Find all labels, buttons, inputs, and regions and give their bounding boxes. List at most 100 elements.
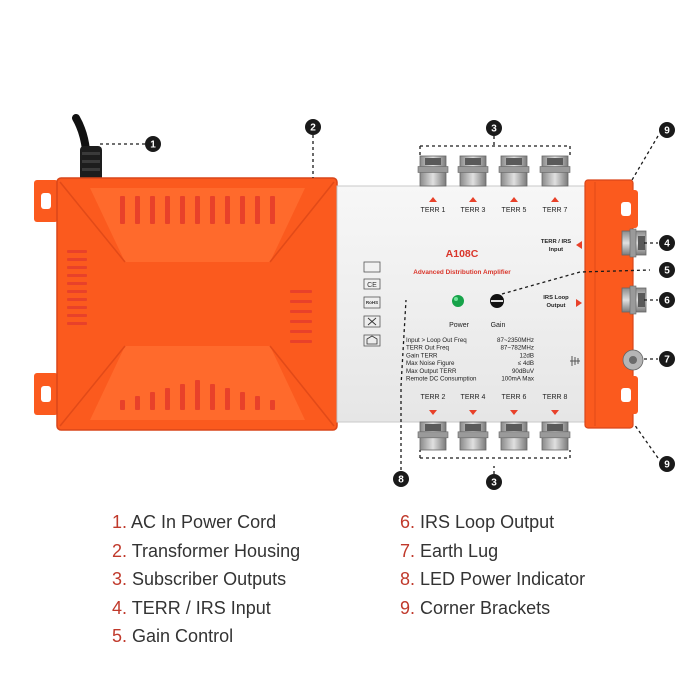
legend-item: 1. AC In Power Cord xyxy=(112,508,300,537)
vent-slot xyxy=(290,330,312,333)
earth-symbol-icon xyxy=(570,356,580,366)
spec-value: 87~2350MHz xyxy=(497,337,534,344)
legend-number: 7. xyxy=(400,540,416,561)
spec-label: TERR Out Freq xyxy=(406,345,450,352)
power-cord xyxy=(72,114,102,186)
spec-label: Remote DC Consumption xyxy=(406,376,477,383)
irs-loop-output-line2: Output xyxy=(547,303,566,309)
certification-badges: CE RoHS xyxy=(363,261,381,347)
legend-text: Corner Brackets xyxy=(420,597,551,618)
vent-slot xyxy=(135,196,140,224)
subscriber-output-connector-bottom-1[interactable] xyxy=(417,421,449,451)
vent-slot xyxy=(225,196,230,224)
subscriber-output-connector-bottom-2[interactable] xyxy=(457,421,489,451)
terr-irs-input-line2: Input xyxy=(549,247,563,253)
legend-text: Gain Control xyxy=(132,626,234,646)
spec-value: 12dB xyxy=(520,352,534,359)
output-arrow-icon xyxy=(576,299,582,307)
callout-marker: 9 xyxy=(659,456,675,472)
callout-number: 5 xyxy=(664,266,670,277)
vent-slot xyxy=(290,290,312,293)
terr-irs-input-label: TERR / IRS Input xyxy=(541,239,582,253)
input-arrow-icon xyxy=(576,241,582,249)
vent-slot xyxy=(255,396,260,410)
legend-text: AC In Power Cord xyxy=(131,512,277,532)
spec-label: Max Noise Figure xyxy=(406,360,455,367)
legend-number: 9. xyxy=(400,597,416,618)
callout-marker: 9 xyxy=(659,122,675,138)
terr-irs-input-connector[interactable] xyxy=(621,228,647,258)
vent-slot xyxy=(290,340,312,343)
legend-column-right: 6. IRS Loop Output 7. Earth Lug 8. LED P… xyxy=(400,508,585,622)
subscriber-output-connector-top-1[interactable] xyxy=(417,155,449,187)
port-arrow-icon xyxy=(510,197,518,202)
subscriber-output-connector-top-4[interactable] xyxy=(539,155,571,187)
legend-item: 8. LED Power Indicator xyxy=(400,565,585,594)
gain-control[interactable] xyxy=(490,294,504,308)
vent-slot xyxy=(67,314,87,317)
subscriber-output-connector-top-2[interactable] xyxy=(457,155,489,187)
callout-number: 7 xyxy=(664,355,670,366)
port-label-bottom-3: TERR 6 xyxy=(502,394,527,401)
legend-item: 2. Transformer Housing xyxy=(112,537,300,566)
vent-slot xyxy=(67,290,87,293)
spec-value: 100mA Max xyxy=(501,376,535,383)
callout-number: 3 xyxy=(491,124,497,135)
terr-irs-input-line1: TERR / IRS xyxy=(541,239,571,245)
vent-slot xyxy=(67,266,87,269)
legend-number: 3. xyxy=(112,569,128,589)
callout-number: 9 xyxy=(664,460,670,471)
legend-text: Subscriber Outputs xyxy=(132,569,287,589)
subscriber-output-connector-top-3[interactable] xyxy=(498,155,530,187)
irs-loop-output-label: IRS Loop Output xyxy=(543,295,582,309)
vent-slot xyxy=(255,196,260,224)
vent-slot xyxy=(67,282,87,285)
callout-number: 2 xyxy=(310,123,316,134)
vent-slot xyxy=(67,322,87,325)
housing-vents xyxy=(67,196,312,410)
callout-marker: 6 xyxy=(659,292,675,308)
callout-number: 3 xyxy=(491,478,497,489)
legend-item: 4. TERR / IRS Input xyxy=(112,594,300,623)
rohs-mark: RoHS xyxy=(366,300,378,305)
spec-label: Max Output TERR xyxy=(406,368,457,375)
callout-marker: 3 xyxy=(486,474,502,490)
legend-number: 6. xyxy=(400,512,416,532)
vent-slot xyxy=(67,250,87,253)
transformer-housing xyxy=(56,177,338,431)
spec-label: Input > Loop Out Freq xyxy=(406,337,467,344)
gain-label: Gain xyxy=(491,322,506,329)
port-arrow-icon xyxy=(551,410,559,415)
spec-label: Gain TERR xyxy=(406,352,438,359)
callout-marker: 7 xyxy=(659,351,675,367)
legend-number: 1. xyxy=(112,512,128,532)
legend-item: 6. IRS Loop Output xyxy=(400,508,585,537)
legend-number: 8. xyxy=(400,569,416,589)
callout-marker: 1 xyxy=(145,136,161,152)
irs-loop-output-connector[interactable] xyxy=(621,285,647,315)
callout-marker: 2 xyxy=(305,119,321,135)
callout-number: 6 xyxy=(664,296,670,307)
legend-item: 9. Corner Brackets xyxy=(400,594,585,623)
legend-text: TERR / IRS Input xyxy=(131,597,271,618)
port-arrow-icon xyxy=(551,197,559,202)
spec-value: ≤ 4dB xyxy=(518,360,534,367)
subscriber-output-connector-bottom-4[interactable] xyxy=(539,421,571,451)
legend-text: IRS Loop Output xyxy=(420,512,555,532)
vent-slot xyxy=(135,396,140,410)
legend-text: Earth Lug xyxy=(420,540,499,561)
port-arrow-icon xyxy=(469,410,477,415)
callout-marker: 3 xyxy=(486,120,502,136)
device-name: Advanced Distribution Amplifier xyxy=(413,269,511,276)
legend-item: 5. Gain Control xyxy=(112,622,300,651)
legend-item: 7. Earth Lug xyxy=(400,537,585,566)
vent-slot xyxy=(240,196,245,224)
legend-number: 2. xyxy=(112,540,128,561)
power-label: Power xyxy=(449,322,470,329)
legend-number: 4. xyxy=(112,597,128,618)
subscriber-output-connector-bottom-3[interactable] xyxy=(498,421,530,451)
port-label-top-1: TERR 1 xyxy=(421,207,446,214)
